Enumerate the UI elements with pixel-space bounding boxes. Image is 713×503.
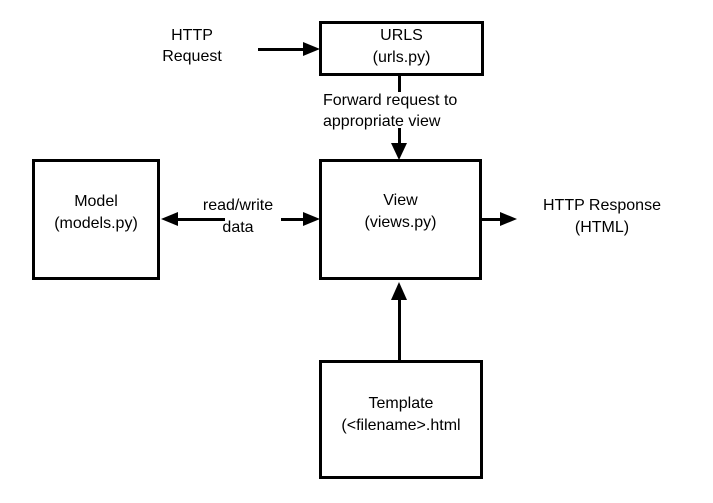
read-write-line1: read/write xyxy=(202,197,274,214)
forward-request-label: Forward request to appropriate view xyxy=(323,90,493,132)
view-box-subtitle: (views.py) xyxy=(364,214,437,231)
template-box: Template (<filename>.html xyxy=(319,360,483,479)
arrow-view-to-response-arrowhead-icon xyxy=(500,212,517,226)
arrow-model-view-shaft-right xyxy=(281,218,305,221)
urls-box-subtitle: (urls.py) xyxy=(372,48,431,66)
arrow-model-view-shaft-left xyxy=(176,218,225,221)
http-request-line2: Request xyxy=(162,48,222,65)
http-request-line1: HTTP xyxy=(171,27,213,44)
arrow-request-to-urls-shaft xyxy=(258,48,305,51)
template-box-subtitle: (<filename>.html xyxy=(341,417,461,434)
forward-request-line1: Forward request to xyxy=(323,92,458,109)
urls-box-title: URLS xyxy=(380,26,423,44)
http-request-label: HTTP Request xyxy=(122,25,262,67)
arrow-template-to-view-shaft xyxy=(398,299,401,360)
read-write-label: read/write data xyxy=(178,195,298,239)
read-write-line2: data xyxy=(222,219,254,236)
http-response-line2: (HTML) xyxy=(574,219,630,236)
urls-box: URLS (urls.py) xyxy=(319,21,484,76)
arrow-urls-to-view-shaft-upper xyxy=(398,76,401,92)
arrow-model-to-view-arrowhead-icon xyxy=(303,212,320,226)
template-box-title: Template xyxy=(368,395,434,412)
forward-request-line2: appropriate view xyxy=(323,113,441,130)
http-response-label: HTTP Response (HTML) xyxy=(512,195,692,239)
model-box-subtitle: (models.py) xyxy=(54,215,138,232)
arrow-urls-to-view-shaft-lower xyxy=(398,128,401,144)
arrow-view-to-response-shaft xyxy=(482,218,501,221)
arrow-urls-to-view-arrowhead-icon xyxy=(391,143,407,160)
view-box: View (views.py) xyxy=(319,159,482,280)
http-response-line1: HTTP Response xyxy=(543,197,661,214)
model-box-title: Model xyxy=(74,193,118,210)
arrow-template-to-view-arrowhead-icon xyxy=(391,282,407,300)
model-box: Model (models.py) xyxy=(32,159,160,280)
arrow-request-to-urls-arrowhead-icon xyxy=(303,42,320,56)
arrow-view-to-model-arrowhead-icon xyxy=(161,212,178,226)
view-box-title: View xyxy=(383,192,418,209)
